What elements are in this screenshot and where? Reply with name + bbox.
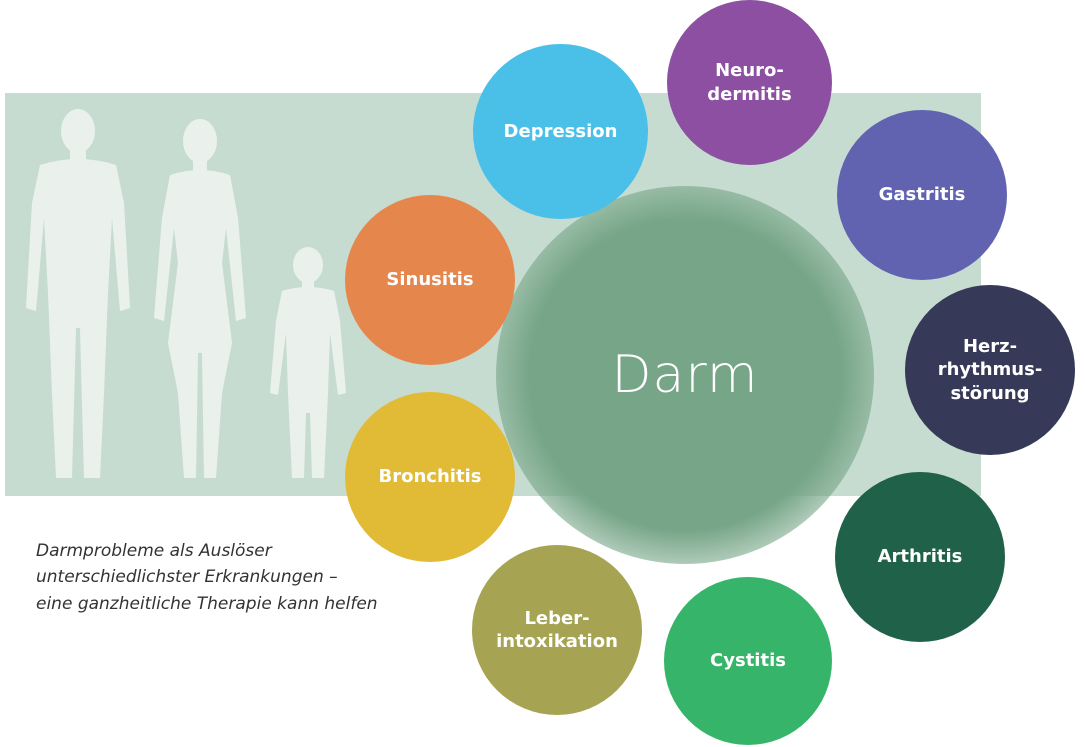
center-label: Darm [496,186,874,564]
bubble-leberintoxikation: Leber- intoxikation [472,545,642,715]
bubble-arthritis: Arthritis [835,472,1005,642]
bubble-depression: Depression [473,44,648,219]
child-silhouette [270,247,346,478]
caption-line: Darmprobleme als Auslöser [36,538,456,564]
bubble-gastritis: Gastritis [837,110,1007,280]
caption-line: eine ganzheitliche Therapie kann helfen [36,591,456,617]
bubble-cystitis: Cystitis [664,577,832,745]
bubble-sinusitis: Sinusitis [345,195,515,365]
bubble-herzrhythmusstoerung: Herz- rhythmus- störung [905,285,1075,455]
female-silhouette [154,119,246,478]
bubble-bronchitis: Bronchitis [345,392,515,562]
caption-line: unterschiedlichster Erkrankungen – [36,564,456,590]
caption: Darmprobleme als Auslöser unterschiedlic… [36,538,456,617]
bubble-neurodermitis: Neuro- dermitis [667,0,832,165]
male-silhouette [26,109,130,478]
human-silhouettes [0,93,380,496]
